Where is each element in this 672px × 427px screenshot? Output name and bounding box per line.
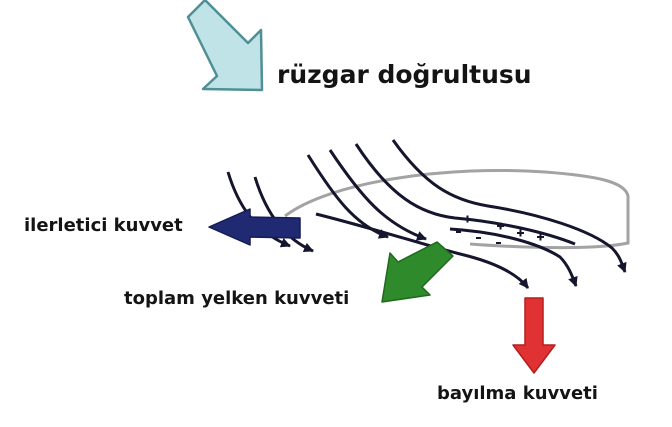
wind-direction-arrow-icon: [186, 0, 264, 92]
plus-mark: [497, 222, 504, 230]
airflow-lines: [226, 139, 627, 289]
heeling-force-arrow-icon: [512, 297, 556, 374]
flow-line: [315, 212, 530, 289]
plus-mark: [537, 233, 544, 241]
pressure-marks: [456, 215, 544, 244]
driving-force-arrow-icon: [208, 208, 301, 246]
flow-line: [354, 143, 576, 246]
total-sail-force-arrow-icon: [381, 241, 454, 303]
heeling-force-label: bayılma kuvveti: [437, 383, 598, 404]
flow-line: [449, 227, 578, 287]
total-sail-force-label: toplam yelken kuvveti: [124, 288, 350, 309]
flow-line: [328, 149, 427, 241]
flow-line: [306, 154, 389, 239]
driving-force-label: ilerletici kuvvet: [24, 215, 183, 236]
wind-direction-label: rüzgar doğrultusu: [277, 60, 532, 89]
plus-mark: [517, 229, 524, 237]
sail-outline: [284, 168, 630, 250]
plus-mark: [464, 215, 471, 223]
flow-line: [253, 176, 314, 253]
flow-line: [391, 139, 627, 273]
